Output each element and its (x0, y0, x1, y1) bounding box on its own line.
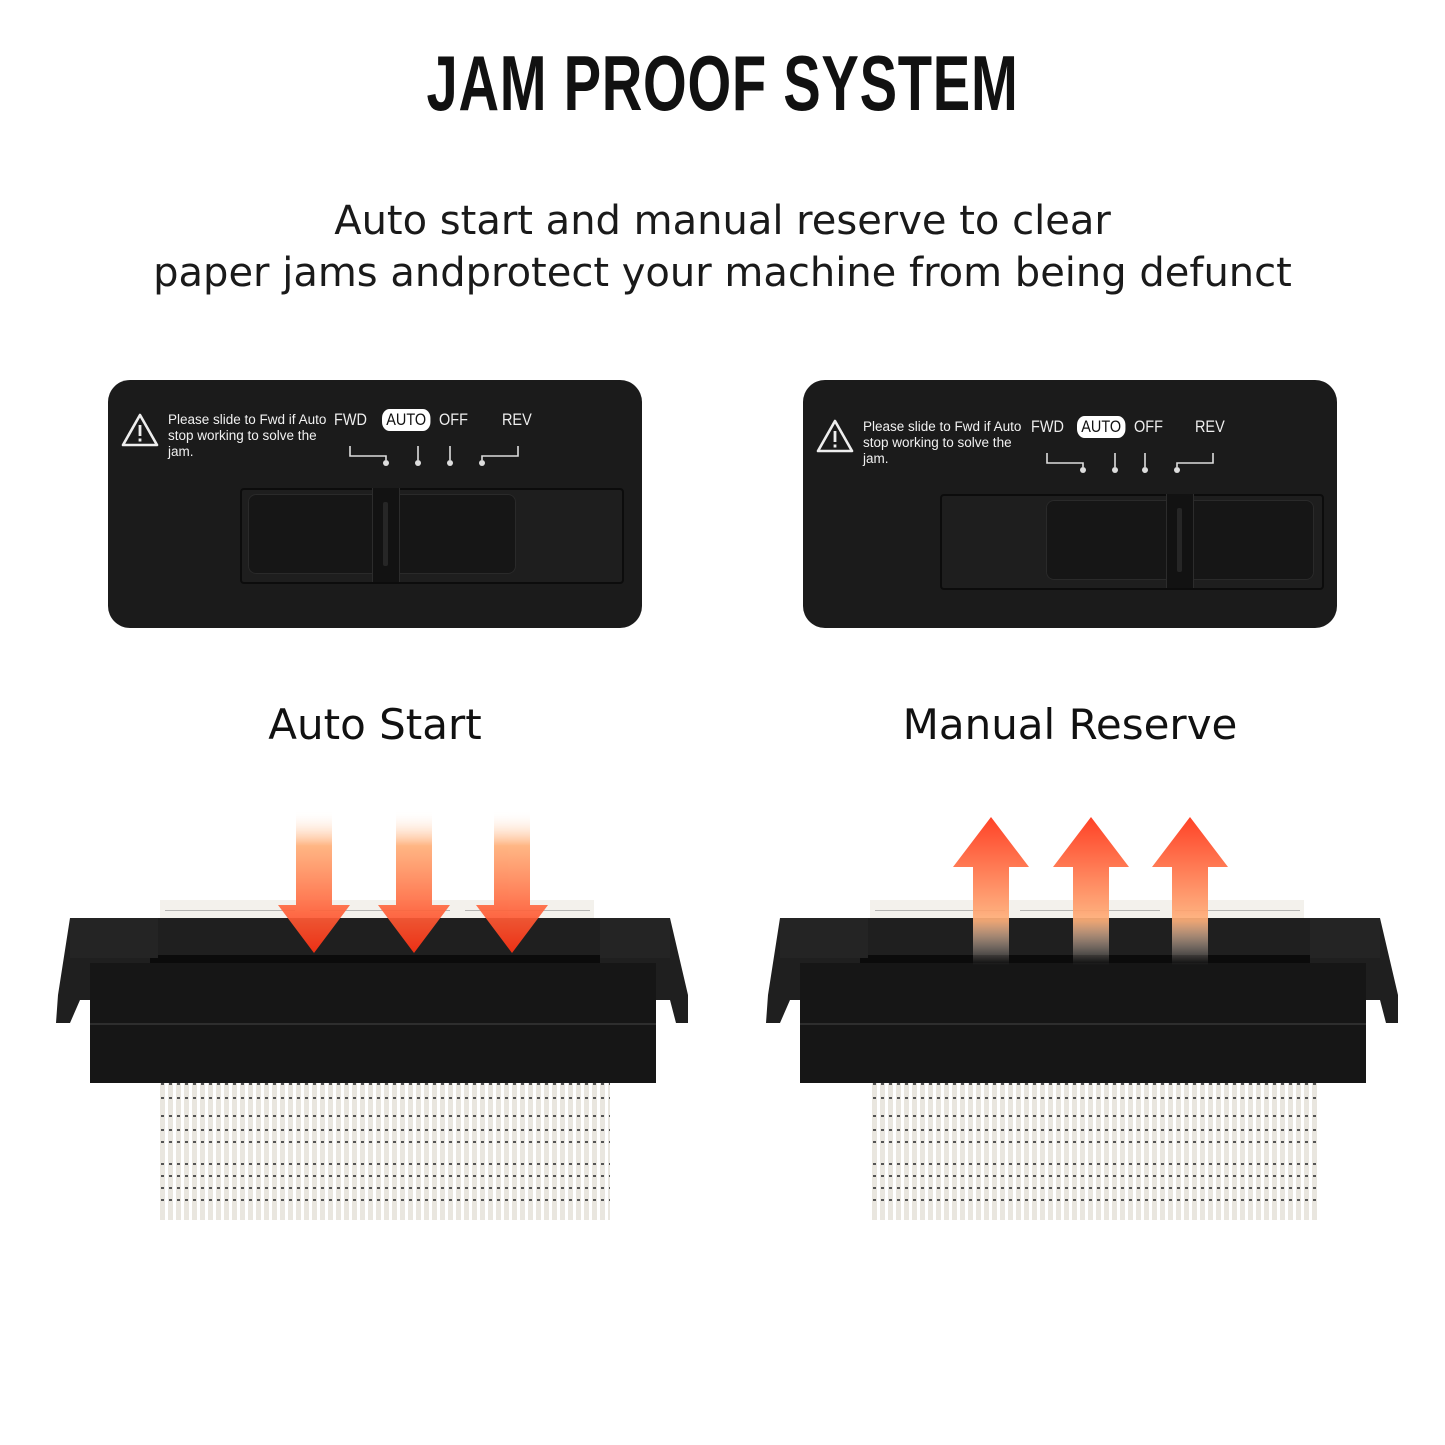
mode-label-auto: AUTO (382, 409, 431, 431)
caption-manual-reserve: Manual Reserve (902, 700, 1238, 749)
down-arrows (278, 810, 548, 953)
mode-label-auto: AUTO (1077, 416, 1126, 438)
warning-icon (121, 413, 159, 447)
warning-text: Please slide to Fwd if Auto stop working… (863, 419, 1022, 466)
warning-icon (816, 419, 854, 453)
switch-panel-auto-start: Please slide to Fwd if Auto stop working… (108, 380, 642, 628)
arrow-down-icon (278, 810, 350, 953)
mode-connectors (1046, 453, 1214, 473)
subtitle-line-2: paper jams andprotect your machine from … (153, 250, 1292, 296)
mode-label-fwd: FWD (1031, 417, 1064, 436)
caption-auto-start: Auto Start (268, 700, 482, 749)
arrow-down-icon (476, 810, 548, 953)
shredder-illustrations (56, 810, 1398, 1220)
arrow-up-icon (1053, 817, 1129, 965)
shredder-auto-start (56, 900, 688, 1220)
subtitle-line-1: Auto start and manual reserve to clear (334, 198, 1111, 244)
slider-grip[interactable] (372, 488, 400, 582)
mode-label-off: OFF (439, 410, 468, 429)
page-title: JAM PROOF SYSTEM (426, 39, 1019, 127)
slider-grip[interactable] (1166, 494, 1194, 588)
mode-label-rev: REV (1195, 417, 1225, 436)
mode-label-fwd: FWD (334, 410, 367, 429)
switch-panel-manual-reserve: Please slide to Fwd if Auto stop working… (803, 380, 1337, 628)
up-arrows (953, 817, 1228, 965)
arrow-down-icon (378, 810, 450, 953)
mode-connectors (349, 446, 519, 466)
arrow-up-icon (1152, 817, 1228, 965)
mode-label-rev: REV (502, 410, 532, 429)
arrow-up-icon (953, 817, 1029, 965)
warning-text: Please slide to Fwd if Auto stop working… (168, 412, 327, 459)
mode-label-off: OFF (1134, 417, 1163, 436)
